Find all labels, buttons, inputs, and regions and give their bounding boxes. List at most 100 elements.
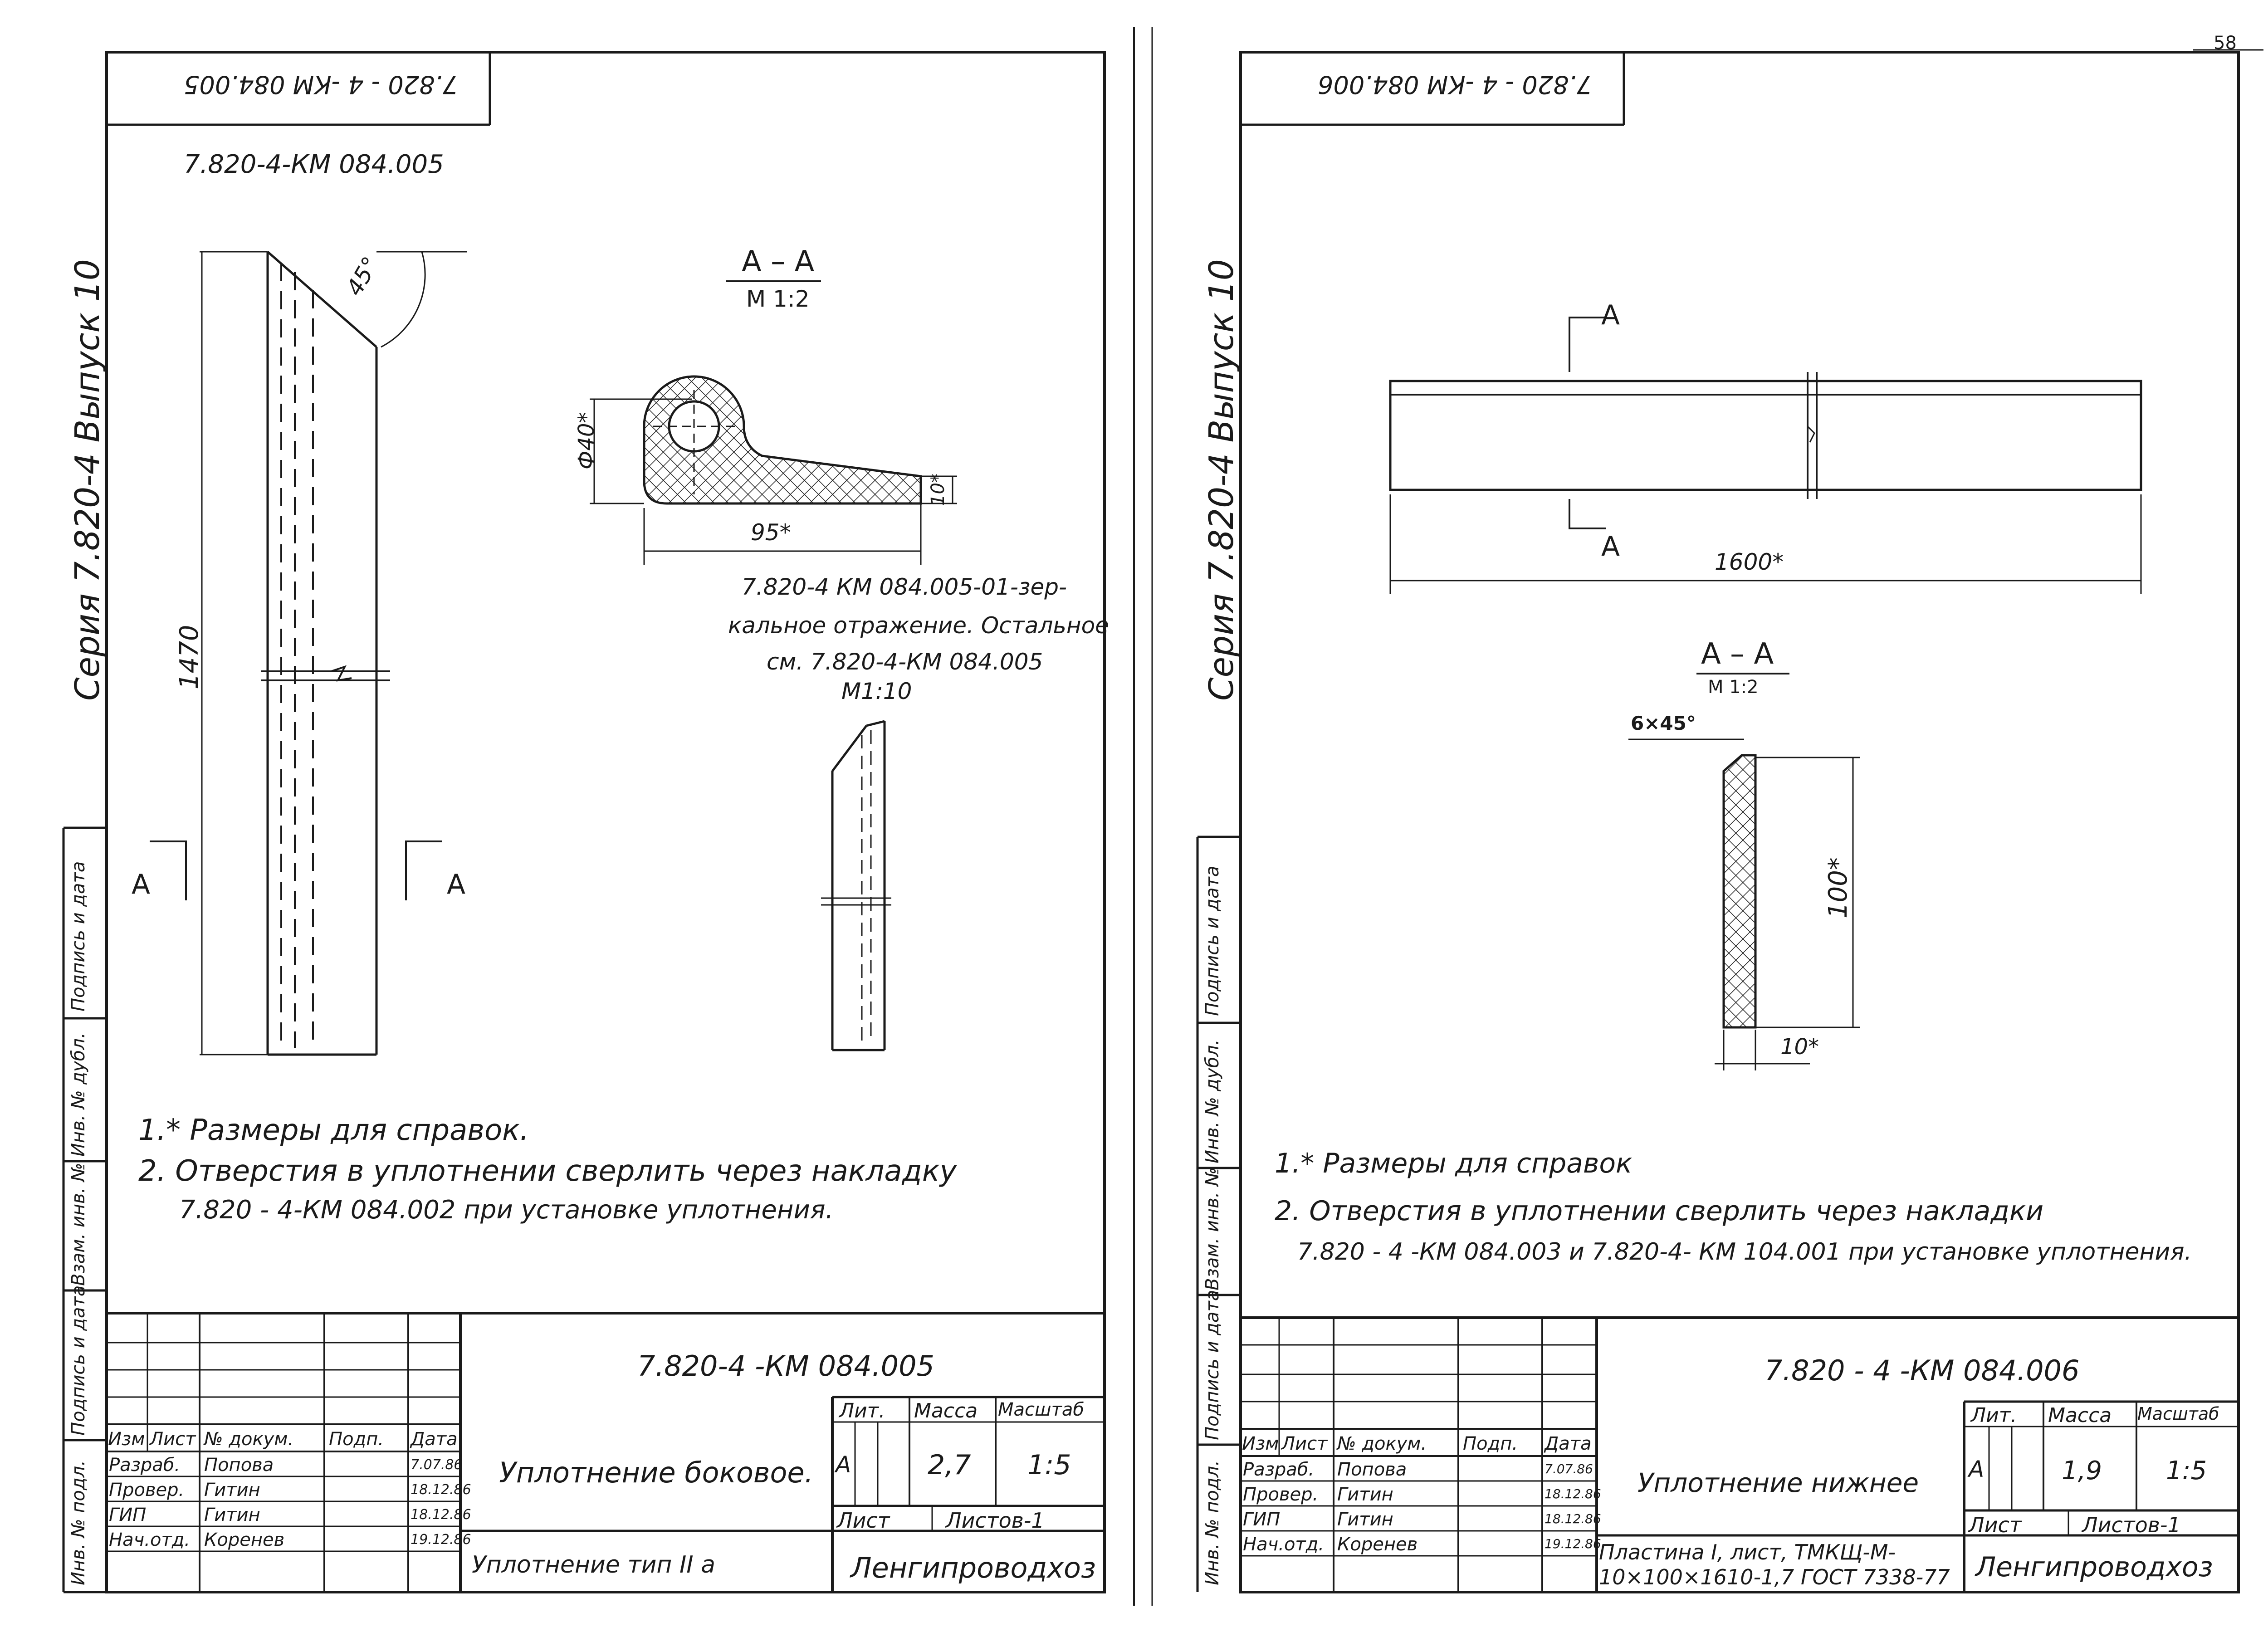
left-dim-dia: Ф40*: [574, 412, 599, 469]
right-stamp-hdr-doc: № докум.: [1337, 1433, 1427, 1454]
left-stamp-hdr-date: Дата: [411, 1429, 458, 1450]
left-series-label: Серия 7.820-4 Выпуск 10: [68, 259, 107, 701]
left-stamp-name-4: Коренев: [204, 1529, 285, 1550]
left-stamp-hdr-list: Лист: [150, 1429, 196, 1450]
left-margin-sign-date-2: Подпись и дата: [68, 1285, 89, 1436]
right-stamp-org: Ленгипроводхоз: [1975, 1551, 2213, 1583]
right-margin-sign-date: Подпись и дата: [1202, 865, 1223, 1016]
left-stamp-lit: А: [836, 1451, 851, 1478]
right-stamp-role-3: ГИП: [1243, 1509, 1281, 1530]
left-stamp-date-3: 18.12.86: [411, 1507, 471, 1523]
right-margin-dup-inv: Инв. № дубл.: [1202, 1039, 1223, 1163]
right-stamp-name-2: Гитин: [1337, 1484, 1393, 1505]
right-stamp-role-1: Разраб.: [1243, 1459, 1315, 1480]
right-stamp-sheet-label: Лист: [1969, 1513, 2022, 1537]
left-stamp-sheets-label: Листов-1: [946, 1508, 1045, 1533]
page-number: 58: [2214, 33, 2237, 54]
left-stamp-mass: 2,7: [928, 1449, 971, 1481]
left-note-3: 7.820 - 4-КМ 084.002 при установке уплот…: [179, 1195, 834, 1225]
right-note-2: 2. Отверстия в уплотнении сверлить через…: [1275, 1195, 2044, 1227]
right-note-1: 1.* Размеры для справок: [1275, 1148, 1633, 1179]
left-dim-length: 1470: [175, 625, 204, 689]
right-stamp-date-3: 18.12.86: [1545, 1511, 1601, 1526]
left-stamp-role-2: Провер.: [109, 1480, 185, 1500]
left-margin-replace-inv: Взам. инв. №: [68, 1163, 89, 1286]
right-stamp-lit: А: [1969, 1456, 1984, 1482]
right-section-title: A – A: [1701, 637, 1774, 671]
right-dim-width: 10*: [1780, 1034, 1819, 1060]
left-stamp-sheet-label: Лист: [837, 1508, 890, 1533]
left-margin-orig-inv: Инв. № подл.: [68, 1460, 89, 1585]
mirror-note-scale: М1:10: [841, 678, 912, 704]
right-series-label: Серия 7.820-4 Выпуск 10: [1202, 259, 1241, 701]
left-note-1: 1.* Размеры для справок.: [138, 1114, 529, 1147]
left-stamp-role-4: Нач.отд.: [109, 1529, 191, 1550]
left-stamp-name-3: Гитин: [204, 1505, 260, 1525]
right-stamp-material-1: Пластина I, лист, ТМКЩ-М-: [1599, 1540, 1896, 1564]
right-stamp-code: 7.820 - 4 -КМ 084.006: [1765, 1354, 2080, 1387]
right-stamp-date-4: 19.12.86: [1545, 1536, 1601, 1551]
left-stamp-date-2: 18.12.86: [411, 1482, 471, 1498]
left-stamp-mass-label: Масса: [914, 1399, 978, 1422]
right-stamp-lit-label: Лит.: [1971, 1404, 2017, 1427]
left-dim-thick: 10*: [928, 474, 948, 506]
left-stamp-hdr-izm: Изм: [108, 1429, 145, 1450]
left-section-mark-1: A: [132, 869, 151, 900]
left-stamp-material: Уплотнение тип II а: [472, 1551, 716, 1578]
left-section-mark-2: A: [447, 869, 466, 900]
left-section-scale: М 1:2: [746, 286, 810, 312]
left-stamp-scale: 1:5: [1027, 1449, 1071, 1481]
right-stamp-scale: 1:5: [2166, 1456, 2207, 1486]
left-stamp-title: Уплотнение боковое.: [499, 1456, 814, 1489]
left-stamp-hdr-sign: Подп.: [329, 1429, 384, 1450]
left-stamp-role-3: ГИП: [109, 1505, 147, 1525]
right-stamp-scale-label: Масштаб: [2137, 1404, 2219, 1424]
left-note-2: 2. Отверстия в уплотнении сверлить через…: [138, 1154, 957, 1188]
right-chamfer: 6×45°: [1631, 712, 1696, 734]
left-stamp-name-1: Попова: [204, 1455, 274, 1476]
right-stamp-hdr-date: Дата: [1545, 1433, 1592, 1454]
left-margin-dup-inv: Инв. № дубл.: [68, 1032, 89, 1157]
left-stamp-org: Ленгипроводхоз: [850, 1551, 1096, 1584]
right-section-scale: М 1:2: [1708, 677, 1759, 698]
right-stamp-role-4: Нач.отд.: [1243, 1534, 1325, 1555]
right-stamp-name-1: Попова: [1337, 1459, 1407, 1480]
right-stamp-mass-label: Масса: [2048, 1404, 2112, 1427]
right-stamp-hdr-sign: Подп.: [1463, 1433, 1518, 1454]
right-margin-sign-date-2: Подпись и дата: [1202, 1290, 1223, 1440]
left-margin-sign-date: Подпись и дата: [68, 861, 89, 1012]
right-stamp-date-2: 18.12.86: [1545, 1486, 1601, 1501]
right-margin-replace-inv: Взам. инв. №: [1202, 1167, 1223, 1290]
left-stamp-role-1: Разраб.: [109, 1455, 181, 1476]
right-stamp-name-4: Коренев: [1337, 1534, 1418, 1555]
right-stamp-date-1: 7.07.86: [1545, 1461, 1593, 1476]
left-stamp-date-1: 7.07.86: [411, 1457, 463, 1473]
left-frame: [105, 51, 1106, 1593]
right-section-mark-1: A: [1601, 299, 1620, 331]
left-dim-width: 95*: [751, 519, 791, 546]
right-stamp-hdr-list: Лист: [1281, 1433, 1328, 1454]
left-stamp-scale-label: Масштаб: [998, 1399, 1085, 1420]
mirror-note-line-3: см. 7.820-4-КМ 084.005: [767, 649, 1043, 675]
right-dim-length: 1600*: [1715, 549, 1784, 575]
right-stamp-sheets-label: Листов-1: [2082, 1513, 2181, 1537]
left-stamp-lit-label: Лит.: [839, 1399, 885, 1422]
right-stamp-title: Уплотнение нижнее: [1637, 1467, 1919, 1498]
left-top-code: 7.820-4-КМ 084.005: [184, 150, 444, 179]
right-corner-code: 7.820 - 4 -КМ 084.006: [1318, 70, 1592, 99]
right-note-3: 7.820 - 4 -КМ 084.003 и 7.820-4- КМ 104.…: [1297, 1238, 2192, 1266]
right-stamp-role-2: Провер.: [1243, 1484, 1319, 1505]
left-section-title: A – A: [742, 245, 815, 279]
right-margin-orig-inv: Инв. № подл.: [1202, 1460, 1223, 1585]
right-dim-height: 100*: [1823, 857, 1853, 919]
right-stamp-hdr-izm: Изм: [1242, 1433, 1279, 1454]
right-section-mark-2: A: [1601, 531, 1620, 562]
left-stamp-date-4: 19.12.86: [411, 1532, 471, 1548]
left-stamp-name-2: Гитин: [204, 1480, 260, 1500]
right-stamp-name-3: Гитин: [1337, 1509, 1393, 1530]
left-corner-code: 7.820 - 4 -КМ 084.005: [184, 70, 458, 99]
mirror-note-line-2: кальное отражение. Остальное: [728, 612, 1109, 639]
mirror-note-line-1: 7.820-4 КМ 084.005-01-зер-: [742, 574, 1067, 600]
left-stamp-hdr-doc: № докум.: [204, 1429, 294, 1450]
